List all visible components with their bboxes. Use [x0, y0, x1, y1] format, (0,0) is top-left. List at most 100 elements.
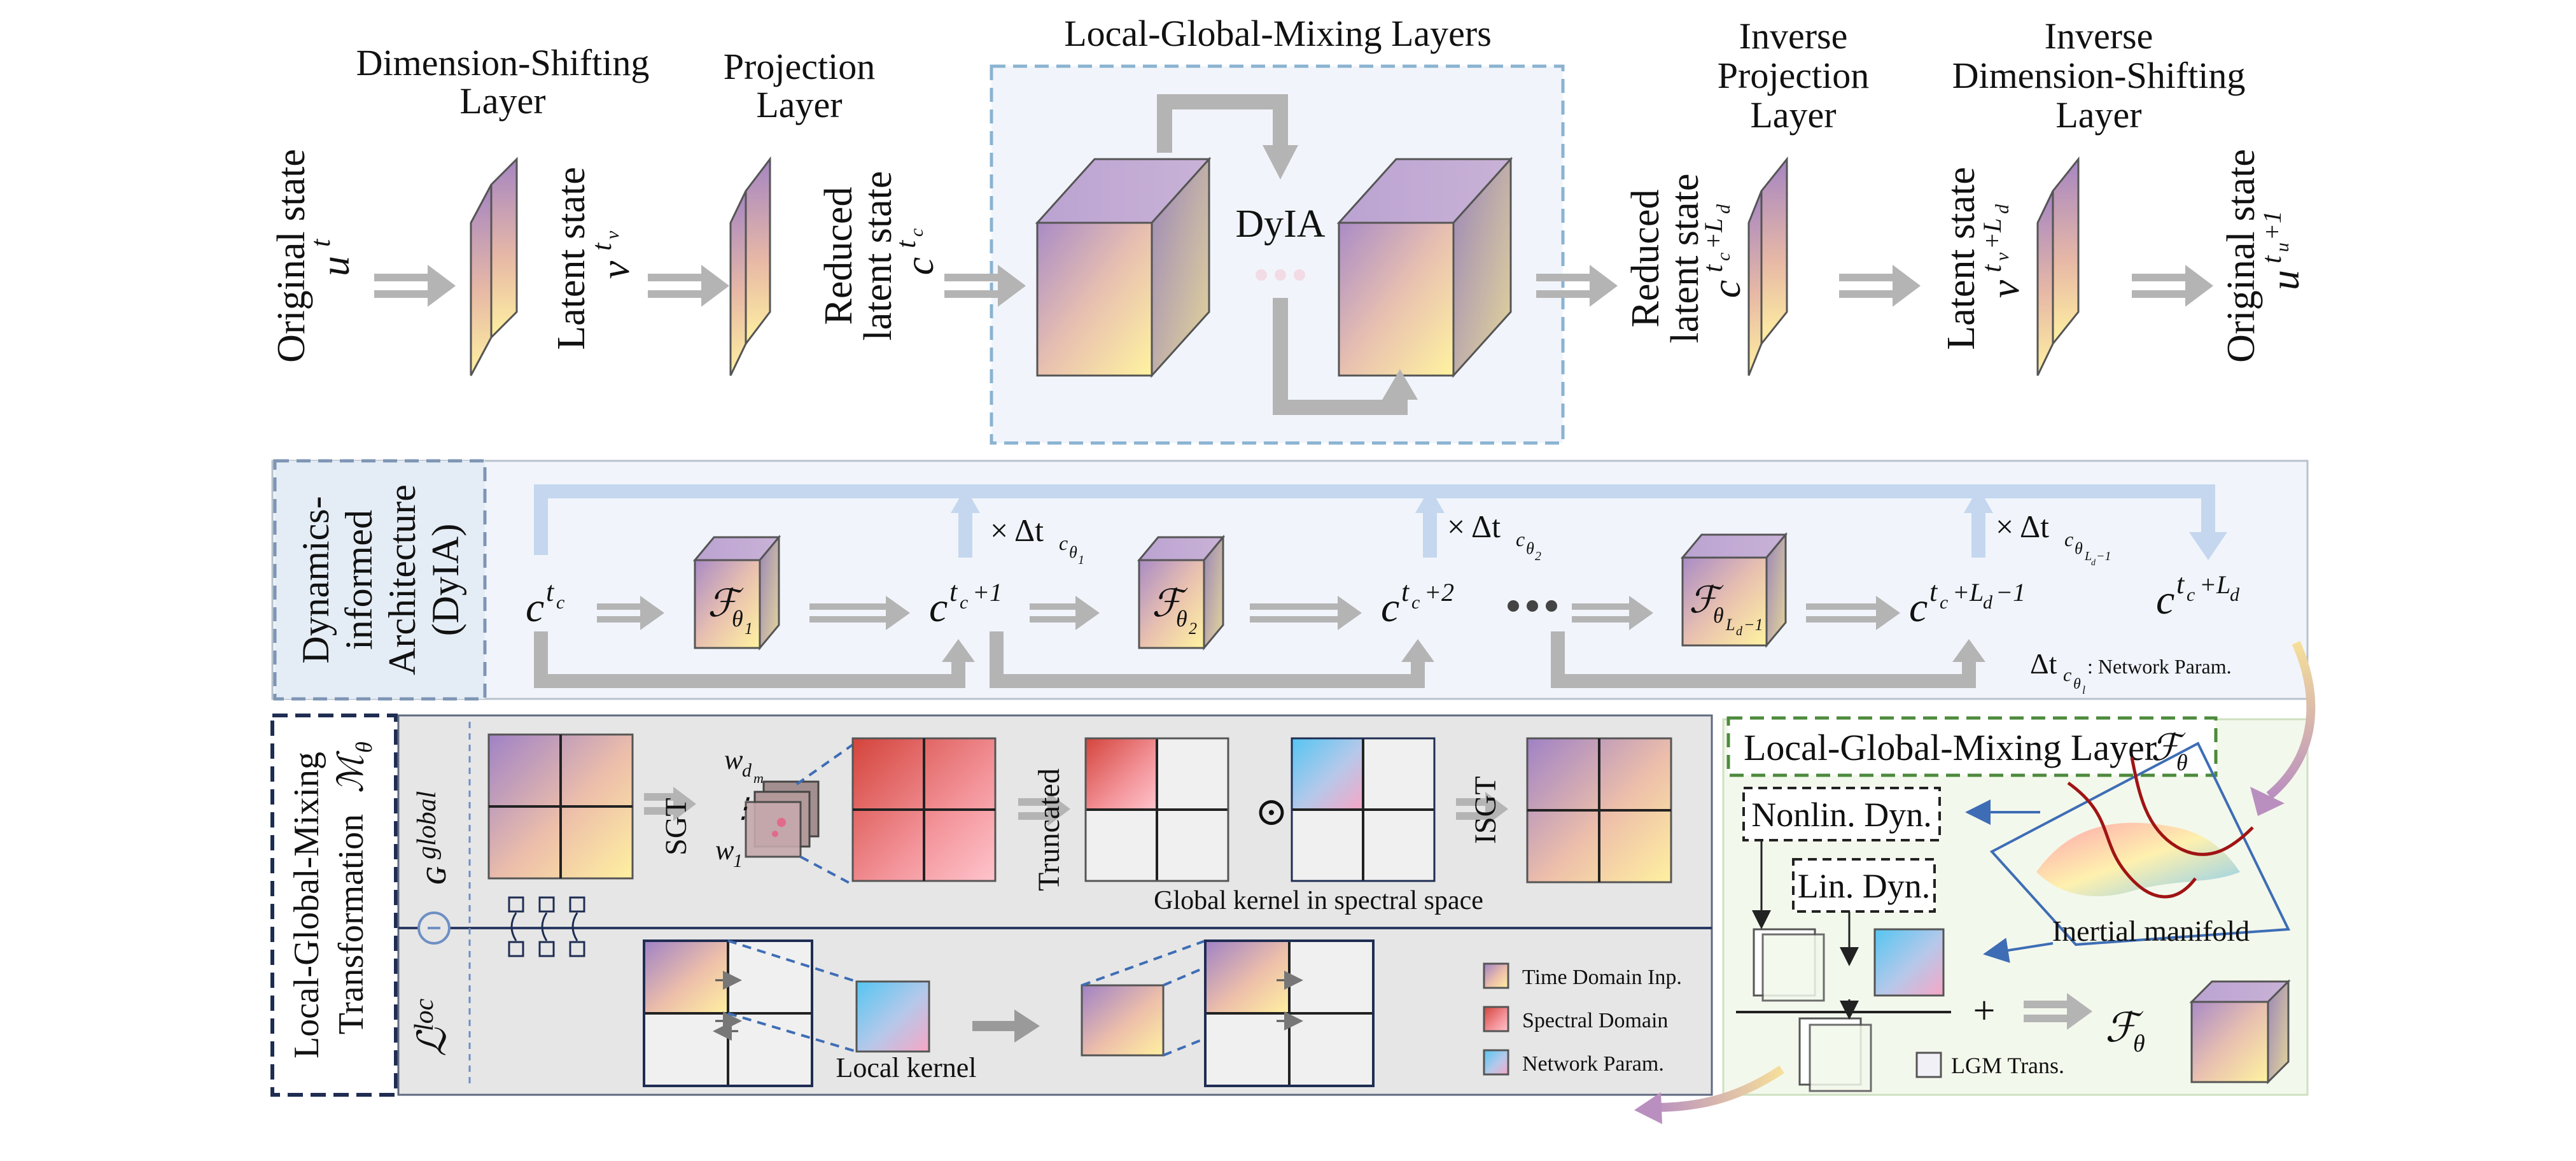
dyia-dots	[1256, 269, 1305, 281]
svg-text:Original state: Original state	[270, 149, 313, 363]
svg-text:Inverse: Inverse	[1739, 15, 1848, 57]
svg-text:+1: +1	[972, 578, 1002, 607]
top-arrow-4	[1536, 265, 1618, 307]
lgm-flow-arrows	[1752, 840, 1859, 1020]
dyia-legend: Δt c θ l : Network Param.	[2030, 647, 2232, 696]
plate-latent-out	[2036, 156, 2080, 376]
svg-text:d: d	[2230, 584, 2240, 605]
title-inv-projection: Inverse Projection Layer	[1718, 15, 1869, 136]
svg-text:informed: informed	[338, 510, 380, 650]
svg-text:× Δt: × Δt	[1447, 509, 1501, 544]
local-arrow	[972, 1010, 1040, 1043]
sgt-label: SGT	[659, 798, 693, 855]
top-arrow-2	[648, 265, 729, 307]
title-projection: Projection Layer	[724, 46, 875, 125]
dyia-skip-2-head	[1401, 639, 1434, 662]
dyia-arrow-f	[1806, 596, 1900, 630]
weight-labels: w d m ⋮ w 1	[715, 744, 764, 871]
dyia-cube-1	[692, 534, 781, 651]
loop-arrowhead-bottom	[1382, 369, 1418, 400]
truncated-arrow	[1018, 792, 1070, 826]
dyia-bypass-loop	[534, 484, 2215, 555]
dyia-dt-3: × Δt c θ L d −1	[1996, 509, 2111, 568]
weight-stack	[745, 780, 820, 858]
svg-text:Layer: Layer	[459, 80, 545, 122]
svg-text:t: t	[1976, 264, 2007, 272]
svg-text:t: t	[890, 239, 921, 248]
svg-text:d: d	[1992, 204, 2013, 214]
svg-text:ℒ: ℒ	[411, 1027, 454, 1057]
dyia-arrow-d	[1250, 596, 1362, 630]
inertial-manifold	[1989, 742, 2291, 946]
svg-text:u: u	[2272, 243, 2293, 252]
svg-text:Layer: Layer	[2055, 94, 2141, 136]
svg-text:+1: +1	[2258, 211, 2286, 241]
manifold-arrows	[1965, 799, 2054, 963]
sgt-arrow	[644, 787, 696, 821]
svg-text:w: w	[724, 744, 743, 775]
svg-text:Transformation: Transformation	[332, 814, 371, 1034]
dyia-arrow-b	[809, 596, 910, 630]
lgm-trans-stack-2	[1798, 1017, 1872, 1092]
svg-text:−1: −1	[1996, 578, 2026, 607]
svg-text:v: v	[592, 260, 638, 279]
global-kernel-label: Global kernel in spectral space	[1154, 886, 1483, 915]
svg-text:θ: θ	[1069, 543, 1077, 561]
svg-text:ℳ: ℳ	[332, 750, 371, 793]
odot-label	[417, 911, 451, 945]
svg-text:t: t	[305, 238, 336, 247]
color-legend	[1483, 962, 1509, 1076]
svg-text:global: global	[412, 791, 442, 859]
lgm-out-arrow	[2024, 993, 2092, 1030]
svg-text:c: c	[1940, 592, 1948, 613]
svg-text:θ: θ	[732, 606, 743, 631]
weight-link-lines	[795, 743, 854, 886]
local-patch	[1081, 984, 1165, 1057]
svg-text:t: t	[586, 242, 617, 251]
svg-text:Spectral Domain: Spectral Domain	[1522, 1009, 1668, 1032]
truncated-grid	[1084, 737, 1229, 882]
svg-text:c: c	[526, 584, 544, 631]
dyia-bypass-head	[2189, 532, 2227, 560]
svg-text:c: c	[1713, 253, 1734, 261]
svg-text:c: c	[556, 592, 564, 613]
dyia-ellipsis	[1508, 600, 1557, 612]
svg-text:c: c	[1059, 531, 1068, 554]
plus-sign: +	[1973, 989, 1996, 1032]
dyia-skip-1	[534, 631, 965, 688]
dyia-label-box	[273, 459, 487, 701]
isgt-label: ISGT	[1469, 776, 1502, 844]
plate-reduced-out	[1747, 156, 1788, 376]
global-kernel-grid	[1291, 737, 1436, 882]
svg-text:c: c	[1516, 528, 1525, 551]
label-latent-in: Latent state v t v	[550, 167, 638, 349]
svg-text:−1: −1	[2096, 549, 2111, 563]
svg-text:(DyIA): (DyIA)	[424, 524, 466, 637]
svg-text:Latent state: Latent state	[1940, 167, 1983, 349]
svg-text:latent state: latent state	[1663, 174, 1707, 344]
dyia-node-1: c t c +1	[929, 576, 1002, 631]
svg-text:× Δt: × Δt	[990, 512, 1044, 548]
top-arrow-6	[2132, 265, 2213, 307]
svg-text:c: c	[1411, 592, 1420, 613]
local-kernel-lines	[727, 939, 857, 1053]
svg-text:Layer: Layer	[756, 84, 842, 125]
svg-text:Reduced: Reduced	[1624, 190, 1667, 328]
top-arrow-3	[944, 265, 1026, 307]
dyia-cube-2	[1137, 534, 1226, 651]
svg-text:Time Domain Inp.: Time Domain Inp.	[1522, 966, 1682, 989]
svg-text:d: d	[742, 760, 752, 781]
svg-text:t: t	[949, 576, 958, 607]
lgm-trans-side-label: Local-Global-Mixing Transformation ℳ θ	[287, 742, 377, 1059]
svg-text:Dimension-Shifting: Dimension-Shifting	[356, 42, 650, 83]
lgm-trans-label-box	[270, 714, 398, 1097]
odot-operator: ⊙	[1255, 791, 1288, 834]
dyia-dt-2: × Δt c θ 2	[1447, 509, 1541, 563]
svg-text:w: w	[715, 834, 734, 866]
svg-text:1: 1	[1078, 553, 1084, 567]
svg-text:−1: −1	[1744, 616, 1763, 634]
svg-text:Dynamics-: Dynamics-	[295, 496, 337, 663]
svg-text:+L: +L	[1952, 578, 1984, 607]
svg-text:c: c	[1909, 584, 1928, 631]
